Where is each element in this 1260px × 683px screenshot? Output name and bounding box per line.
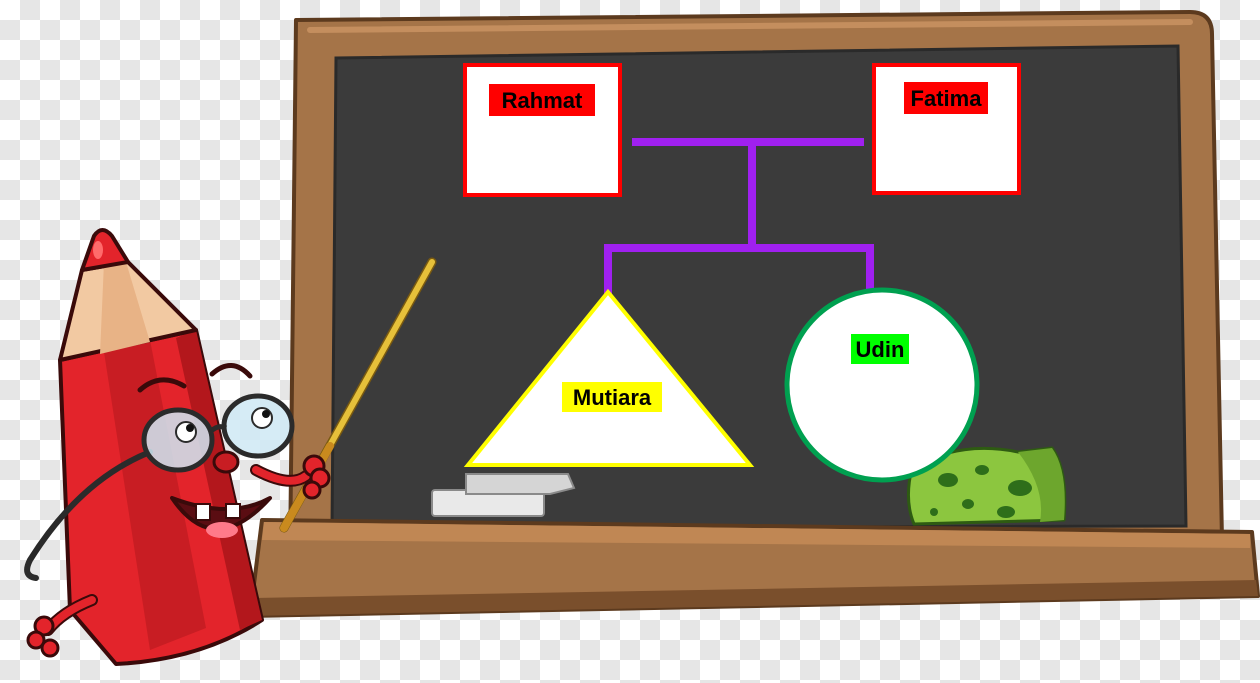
mascot-lower-hand xyxy=(26,615,60,658)
chalkboard-frame-highlight xyxy=(307,19,1193,33)
chalkboard-ledge-shadow xyxy=(250,580,1258,616)
child-node-udin[interactable]: Udin xyxy=(784,287,980,483)
family-tree: Rahmat Fatima Mutiara Udin xyxy=(463,63,1021,483)
parent-node-fatima[interactable]: Fatima xyxy=(872,63,1021,195)
parent-name: Fatima xyxy=(911,86,983,111)
child-name: Mutiara xyxy=(573,385,652,410)
name-highlight xyxy=(489,84,595,116)
chalk-icon[interactable] xyxy=(431,473,576,517)
parent-node-rahmat[interactable]: Rahmat xyxy=(463,63,622,197)
child-name: Udin xyxy=(856,337,905,362)
sponge-icon[interactable] xyxy=(907,446,1067,526)
mascot-hand xyxy=(302,454,331,500)
parent-name: Rahmat xyxy=(502,88,583,113)
name-highlight xyxy=(562,382,662,412)
name-highlight xyxy=(904,82,988,114)
chalkboard-ledge-top xyxy=(262,522,1250,548)
pencil-mascot-icon xyxy=(24,228,331,666)
pencil-lead xyxy=(80,228,130,272)
family-connectors xyxy=(604,138,874,294)
name-highlight xyxy=(851,334,909,364)
triangle-shape xyxy=(463,288,755,467)
circle-shape xyxy=(784,287,980,483)
child-node-mutiara[interactable]: Mutiara xyxy=(463,288,755,467)
